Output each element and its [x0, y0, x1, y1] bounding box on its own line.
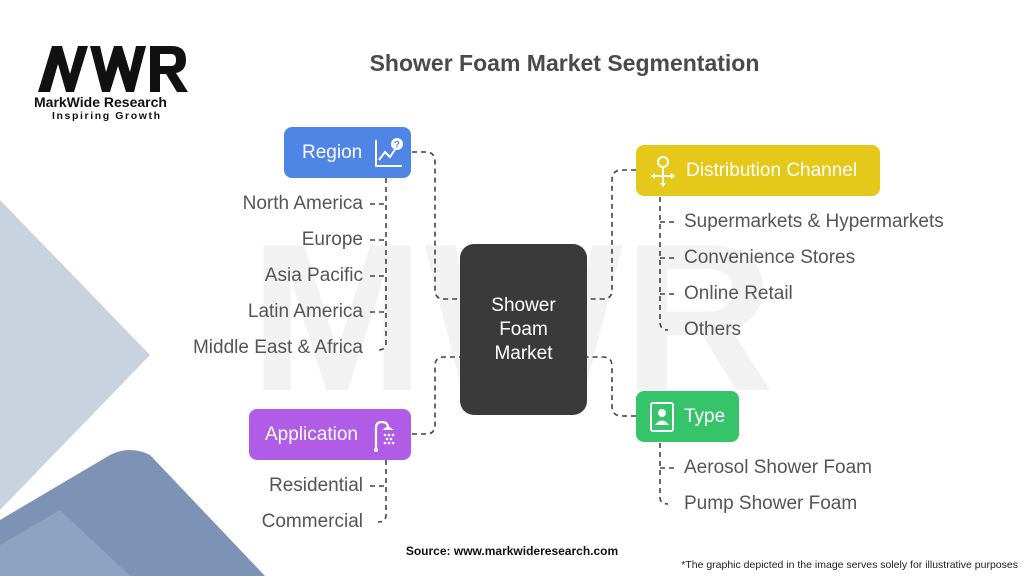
connector-type-items — [659, 443, 669, 505]
distribution-item-convenience: Convenience Stores — [684, 247, 856, 268]
type-label: Type — [684, 405, 726, 427]
region-item-latin-america: Latin America — [247, 301, 363, 322]
logo-mark — [38, 46, 188, 92]
region-label: Region — [302, 141, 363, 163]
distribution-item-online: Online Retail — [684, 283, 793, 304]
distribution-icon — [651, 155, 675, 187]
logo-name: MarkWide Research — [34, 94, 167, 110]
type-node: Type — [636, 391, 739, 442]
connector-region-items — [377, 178, 387, 351]
source-text: Source: www.markwideresearch.com — [405, 544, 619, 558]
distribution-item-others: Others — [684, 319, 742, 340]
center-line-1: Shower — [491, 294, 556, 316]
svg-text:?: ? — [394, 139, 400, 149]
decor-shape-lower-2 — [0, 510, 130, 576]
center-node: Shower Foam Market — [460, 244, 587, 415]
type-item-aerosol: Aerosol Shower Foam — [684, 457, 872, 478]
connector-application-items — [377, 460, 387, 523]
center-line-2: Foam — [499, 318, 548, 340]
center-line-3: Market — [494, 342, 553, 364]
application-item-residential: Residential — [269, 475, 363, 496]
logo: MarkWide Research Inspiring Growth — [32, 40, 192, 122]
disclaimer-note: *The graphic depicted in the image serve… — [681, 559, 1018, 571]
connector-region — [412, 151, 460, 300]
connector-type — [587, 356, 636, 417]
distribution-item-supermarkets: Supermarkets & Hypermarkets — [684, 211, 944, 232]
connector-application — [412, 356, 460, 435]
region-node: Region ? — [284, 127, 411, 178]
region-item-europe: Europe — [301, 229, 363, 250]
application-node: Application — [249, 409, 411, 460]
logo-tagline: Inspiring Growth — [52, 110, 162, 122]
application-label: Application — [265, 423, 358, 445]
distribution-node: Distribution Channel — [636, 145, 880, 196]
distribution-label: Distribution Channel — [686, 159, 858, 181]
region-item-middle-east-africa: Middle East & Africa — [192, 337, 363, 358]
page-title: Shower Foam Market Segmentation — [369, 50, 760, 76]
chart-question-icon: ? — [375, 137, 404, 167]
region-item-asia-pacific: Asia Pacific — [264, 265, 363, 286]
application-item-commercial: Commercial — [261, 511, 363, 532]
connector-distribution — [587, 169, 636, 300]
shower-icon — [373, 420, 395, 452]
connector-distribution-items — [659, 197, 669, 331]
region-item-north-america: North America — [242, 193, 363, 214]
decor-shape-upper — [0, 200, 150, 510]
type-item-pump: Pump Shower Foam — [684, 493, 858, 514]
document-person-icon — [650, 401, 674, 432]
